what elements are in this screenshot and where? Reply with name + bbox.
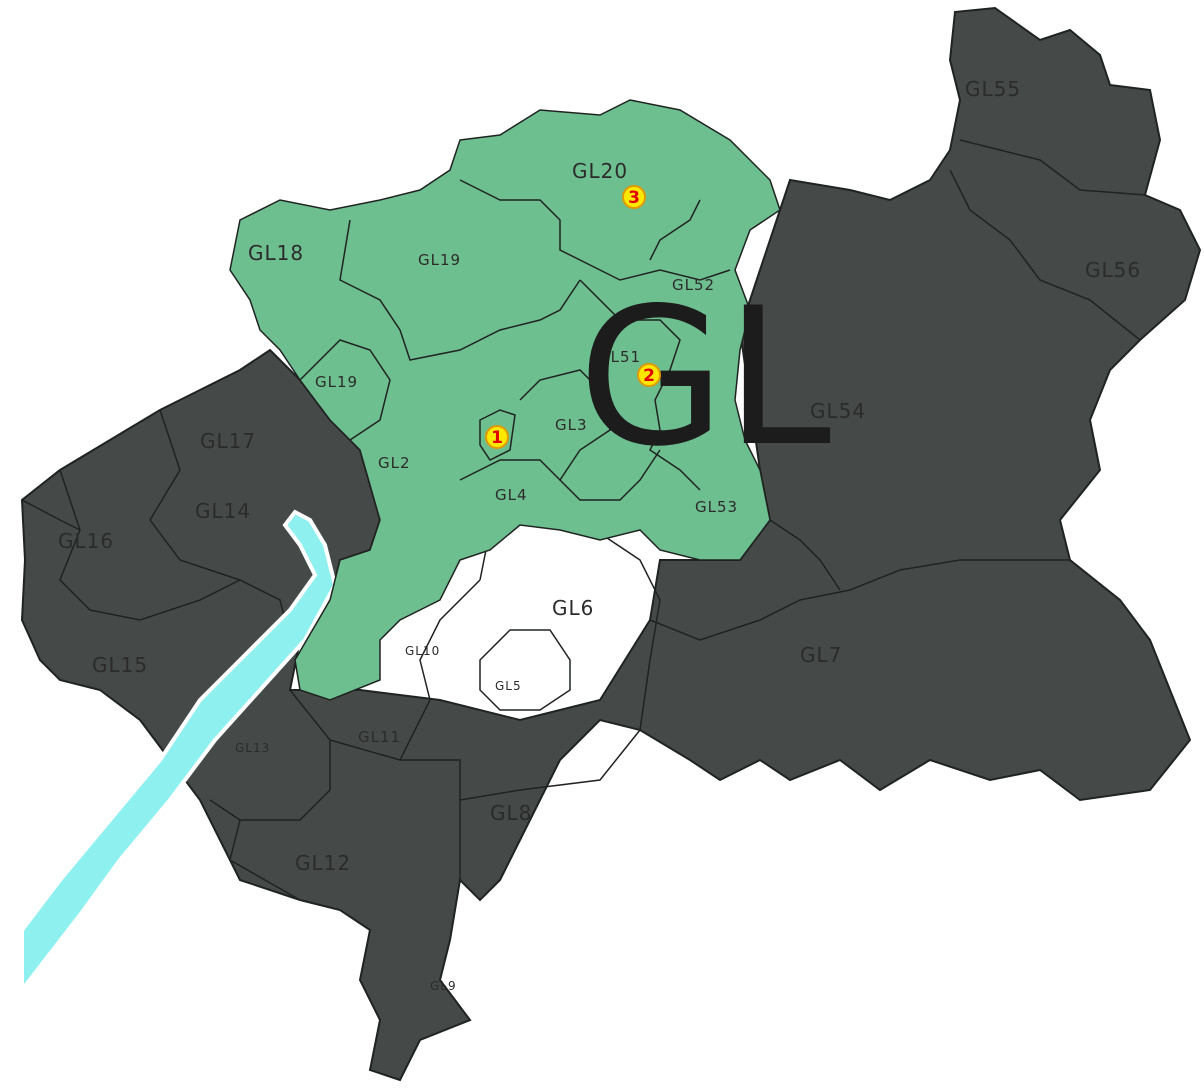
district-label-gl55: GL55 [965,77,1021,101]
district-label-gl11: GL11 [358,728,401,746]
marker-3[interactable]: 3 [622,185,646,209]
district-label-gl54: GL54 [810,399,866,423]
district-label-gl18: GL18 [248,241,304,265]
green-region-outline [229,99,781,701]
marker-1-number: 1 [491,428,503,448]
district-label-gl51: GL51 [598,348,641,366]
district-label-gl17: GL17 [200,429,256,453]
district-label-gl9: GL9 [430,979,457,993]
district-label-gl8: GL8 [490,801,532,825]
district-label-gl15: GL15 [92,653,148,677]
district-label-gl19-north: GL19 [418,251,461,269]
grey-region-outline [20,6,1202,1082]
district-label-gl10: GL10 [405,644,440,658]
district-label-gl20: GL20 [572,159,628,183]
district-label-gl12: GL12 [295,851,351,875]
district-label-gl56: GL56 [1085,258,1141,282]
district-label-gl14: GL14 [195,499,251,523]
district-label-gl13: GL13 [235,741,270,755]
district-label-gl53: GL53 [695,498,738,516]
grey-district-borders [21,139,1146,901]
district-label-gl5: GL5 [495,679,522,693]
marker-1-circle [485,425,509,449]
district-label-gl3: GL3 [555,416,588,434]
district-label-gl7: GL7 [800,643,842,667]
district-label-gl2: GL2 [378,454,411,472]
district-label-gl19-west: GL19 [315,373,358,391]
marker-2-circle [637,363,661,387]
district-label-gl16: GL16 [58,529,114,553]
district-label-gl6: GL6 [552,596,594,620]
area-code-label: GL [578,267,831,488]
green-district-borders [299,179,731,501]
river [20,509,338,996]
marker-3-number: 3 [628,188,640,208]
marker-2-number: 2 [643,366,655,386]
marker-3-circle [622,185,646,209]
marker-2[interactable]: 2 [637,363,661,387]
district-label-gl52: GL52 [672,276,715,294]
district-label-gl4: GL4 [495,486,528,504]
marker-1[interactable]: 1 [485,425,509,449]
